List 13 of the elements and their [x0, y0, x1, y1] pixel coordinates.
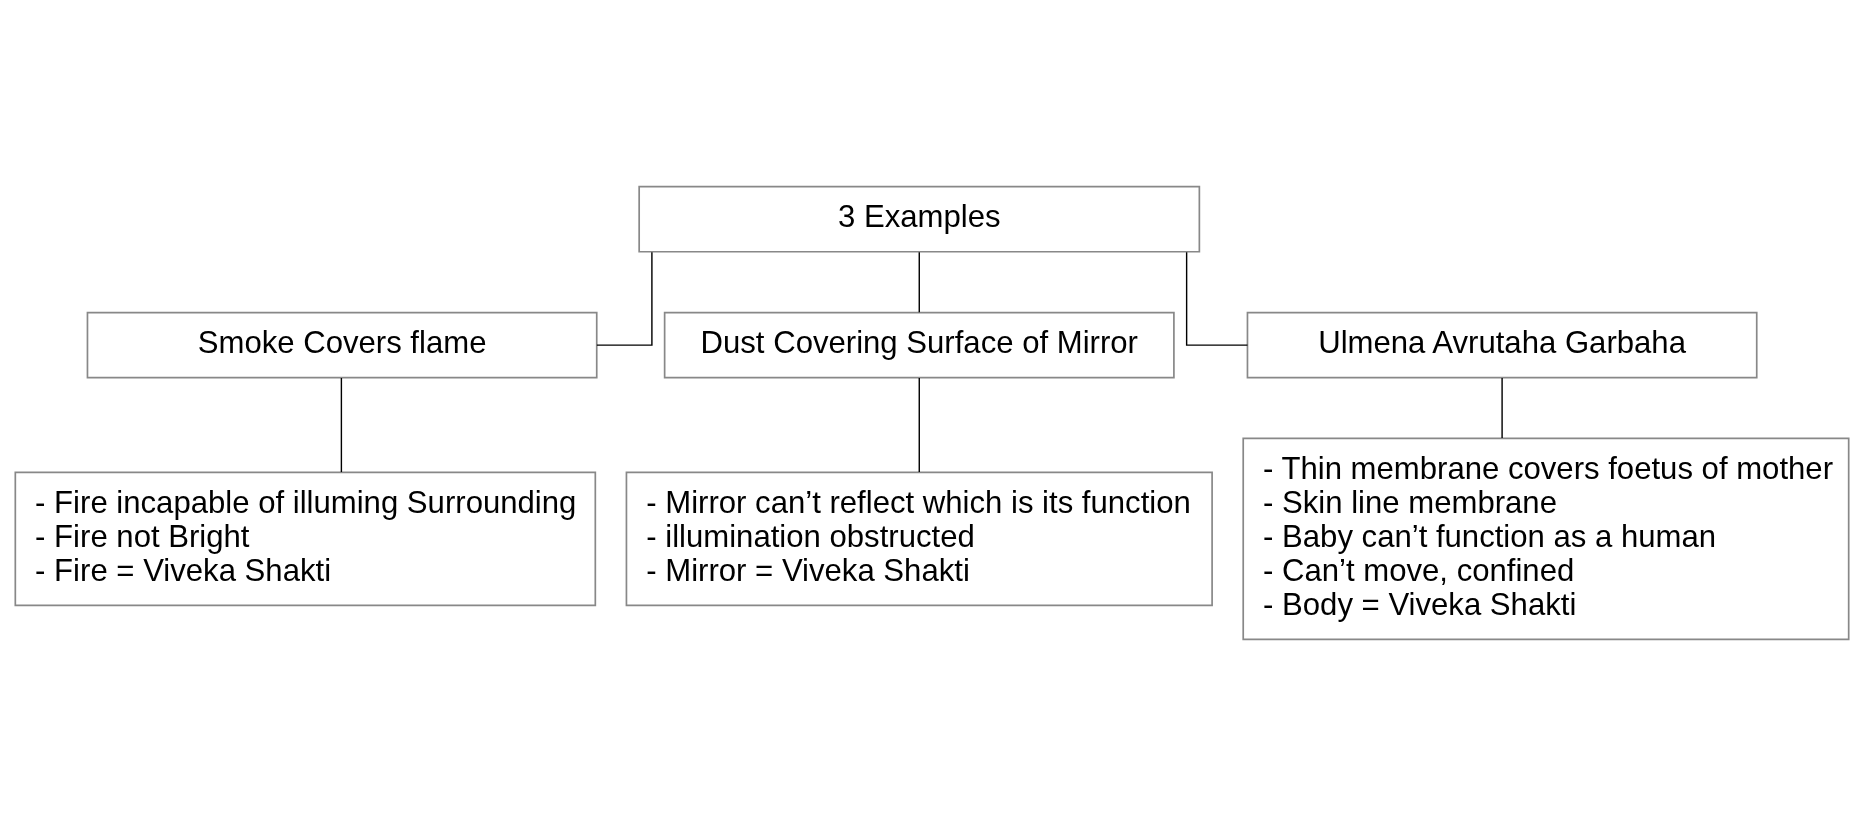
connector	[340, 377, 343, 473]
node-box: Smoke Covers flame	[86, 311, 598, 379]
connector	[1501, 377, 1503, 439]
node-box: 3 Examples	[638, 185, 1201, 253]
node-box: - Mirror can’t reflect which is its function - illumination obstructed - Mirror = Viveka Shakti	[625, 471, 1213, 607]
node-box: - Fire incapable of illuming Surrounding - Fire not Bright - Fire = Viveka Shakti	[14, 471, 597, 607]
node-box: Dust Covering Surface of Mirror	[663, 311, 1175, 379]
connector	[918, 377, 920, 473]
connector	[1185, 251, 1249, 346]
node-box: Ulmena Avrutaha Garbaha	[1246, 311, 1758, 379]
node-box: - Thin membrane covers foetus of mother - Skin line membrane - Baby can’t function as a human - Can’t move, confined - Body = Viveka Shakti	[1242, 437, 1850, 641]
connector	[596, 251, 653, 346]
connector	[918, 251, 920, 313]
